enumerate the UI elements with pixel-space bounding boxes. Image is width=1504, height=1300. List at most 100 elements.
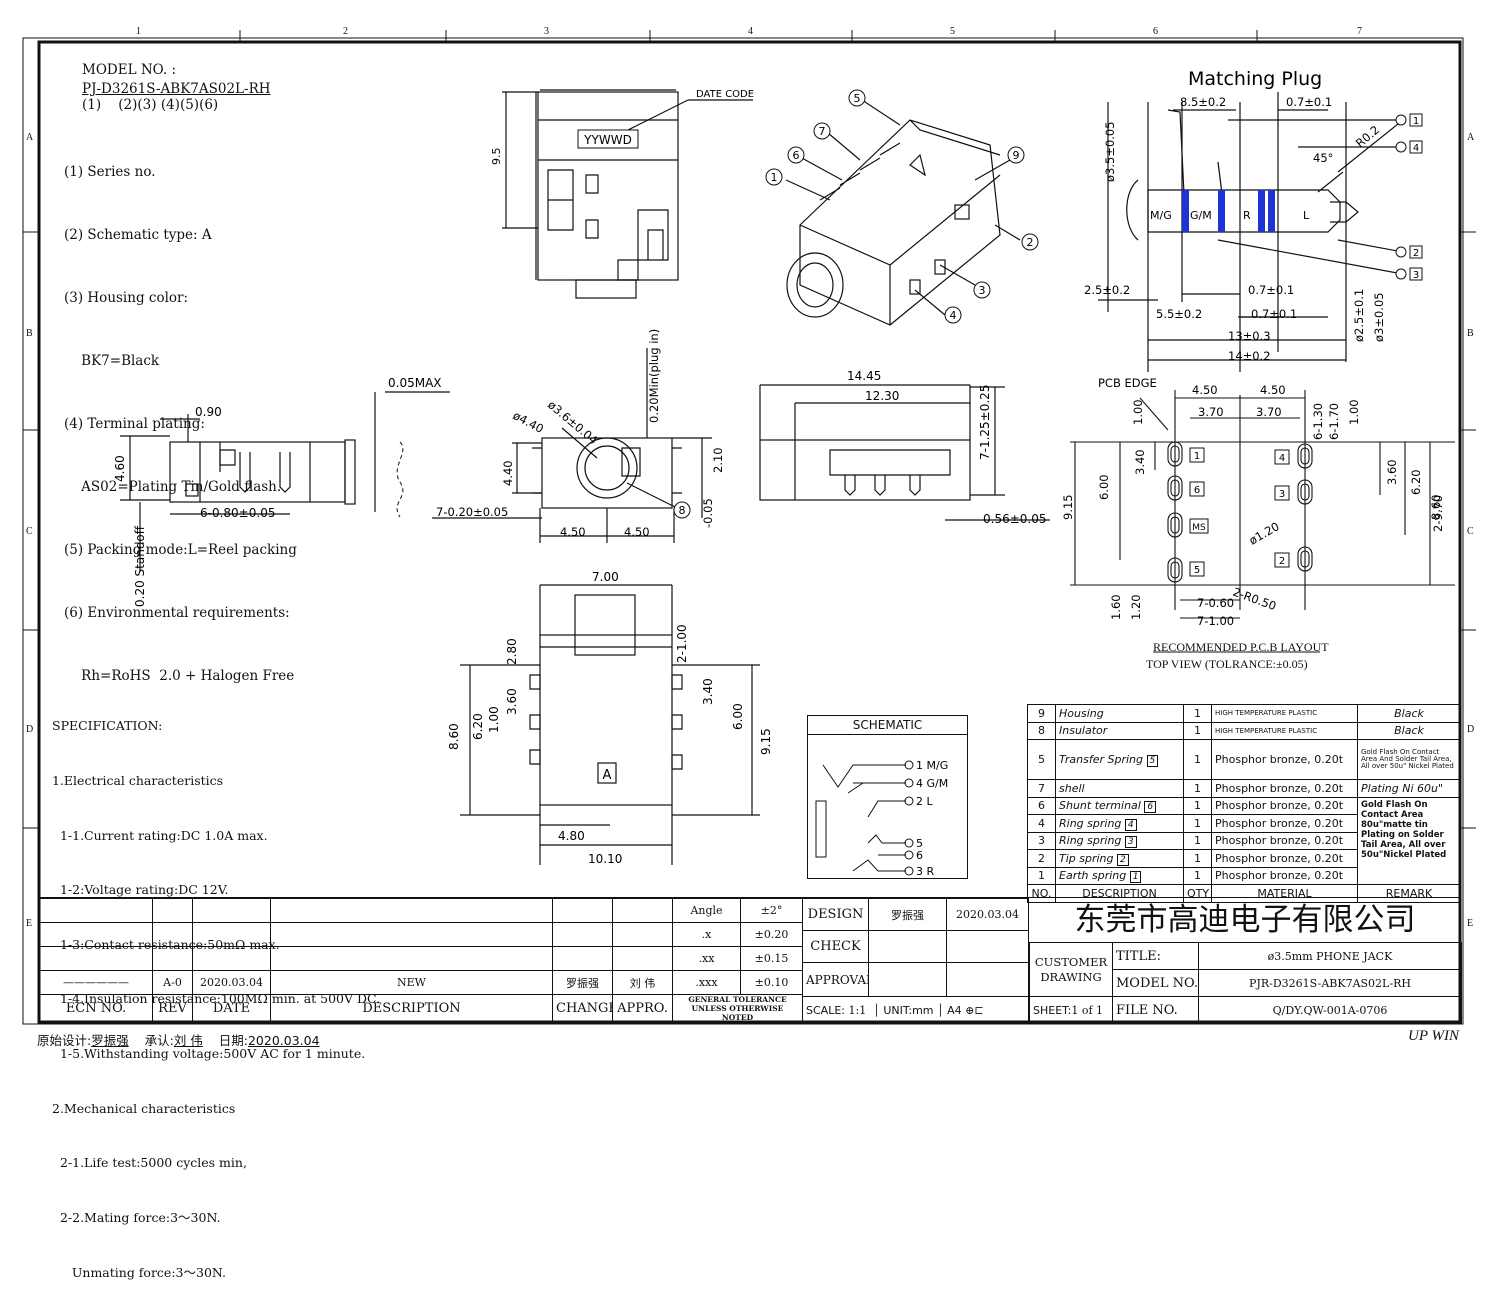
stripe-r [1258, 190, 1265, 232]
schematic-label: 5 [916, 837, 923, 850]
projection-symbol-icon: ⊕⊏ [965, 1003, 984, 1017]
tol-key: .x [672, 922, 741, 947]
grid-row-c: C [26, 526, 33, 537]
schematic-label: 4 G/M [916, 777, 948, 790]
model-label: MODEL NO. : [82, 62, 177, 78]
company-name: 东莞市高迪电子有限公司 [1029, 898, 1461, 943]
front-dim: 4.50 [624, 525, 650, 539]
plug-dim: 0.7±0.1 [1248, 283, 1294, 297]
plug-dim: ø3.5±0.05 [1103, 121, 1117, 182]
top-dim-height: 9.5 [490, 148, 503, 166]
pcb-dim: 7-1.00 [1197, 614, 1234, 628]
side-dim: 6-0.80±0.05 [200, 506, 275, 520]
tol-key: Angle [672, 898, 741, 923]
footer-signatures: 原始设计:罗振强 承认:刘 伟 日期:2020.03.04 [37, 1033, 320, 1048]
plug-pin-4: 4 [1413, 143, 1419, 154]
customer-drawing: CUSTOMER DRAWING [1029, 942, 1113, 997]
model-item: Rh=RoHS 2.0 + Halogen Free [64, 668, 295, 684]
iso-callout-6: 6 [793, 149, 800, 162]
plug-dim: R0.2 [1353, 123, 1382, 151]
iso-callout-2: 2 [1027, 236, 1034, 249]
iso-callout-9: 9 [1013, 149, 1020, 162]
bottom-dim: 3.40 [701, 678, 715, 705]
pcb-pad-5: 5 [1194, 565, 1200, 576]
grid-col-2: 2 [343, 26, 348, 37]
model-block: MODEL NO. : PJ-D3261S-ABK7AS02L-RH (1) (… [82, 60, 271, 113]
pcb-dim: 6-1.30 [1311, 403, 1325, 440]
pcb-pad-6: 6 [1194, 485, 1200, 496]
top-view-drawing: YYWWD DATE CODE 9.5 [490, 89, 754, 299]
front-dim: 7-0.20±0.05 [436, 505, 508, 519]
grid-row-a: A [26, 132, 34, 143]
front-callout-8: 8 [679, 504, 686, 517]
bottom-dim: 1.00 [487, 706, 501, 733]
front-dim: 0.20Min(plug in) [647, 329, 661, 423]
spec-line: SPECIFICATION: [52, 718, 163, 734]
pcb-pad-4: 4 [1279, 453, 1285, 464]
grid-col-5: 5 [950, 26, 955, 37]
grid-row-e-right: E [1467, 918, 1474, 929]
pcb-pad-3: 3 [1279, 489, 1285, 500]
bottom-dim: 7.00 [592, 570, 619, 584]
drawing-title: ø3.5mm PHONE JACK [1198, 942, 1462, 970]
grid-row-d-right: D [1467, 724, 1475, 735]
front-dim: ø3.6±0.04 [545, 398, 600, 448]
front-dim: ø4.40 [511, 408, 546, 436]
iso-callout-1: 1 [771, 171, 778, 184]
bottom-dim: 6.00 [731, 703, 745, 730]
right-dim: 0.56±0.05 [983, 512, 1047, 526]
tol-val: ±0.15 [740, 946, 803, 971]
spec-line: 2-1.Life test:5000 cycles min, [52, 1155, 247, 1171]
schematic-box: SCHEMATIC 1 M/G 4 G/M 2 L 5 6 3 R [807, 715, 968, 879]
plug-dim: ø2.5±0.1 [1352, 289, 1366, 342]
tolerance-note: GENERAL TOLERANCE UNLESS OTHERWISE NOTED [672, 994, 803, 1023]
schematic-diagram: 1 M/G 4 G/M 2 L 5 6 3 R [815, 759, 948, 878]
schematic-label: 3 R [916, 865, 934, 877]
stripe-mg [1182, 190, 1189, 232]
iso-callout-5: 5 [854, 92, 861, 105]
bottom-dim: 4.80 [558, 829, 585, 843]
matching-plug-title: Matching Plug [1188, 68, 1322, 90]
pcb-dim: 6.00 [1097, 474, 1111, 500]
pcb-dim: 6.20 [1409, 469, 1423, 495]
grid-row-b-right: B [1467, 328, 1474, 339]
schematic-label: 1 M/G [916, 759, 948, 772]
plug-dim: 2.5±0.2 [1084, 283, 1130, 297]
brand-mark: UP WIN [1408, 1028, 1459, 1044]
plug-pin-1: 1 [1413, 116, 1419, 127]
iso-callout-7: 7 [819, 125, 826, 138]
date-code-label: DATE CODE [696, 89, 754, 100]
right-dim: 7-1.25±0.25 [978, 385, 992, 460]
model-item: (5) Packing mode:L=Reel packing [64, 542, 297, 558]
pcb-dim: 3.60 [1385, 459, 1399, 485]
plug-dim: 0.7±0.1 [1286, 95, 1332, 109]
pcb-dim: 4.50 [1192, 383, 1218, 397]
model-items: (1) Series no. (2) Schematic type: A (3)… [64, 120, 297, 708]
bom-merged-remark: Gold Flash On Contact Area 80u"matte tin… [1357, 796, 1461, 885]
model-index-line: (1) (2)(3) (4)(5)(6) [82, 97, 219, 113]
iso-callout-4: 4 [950, 309, 957, 322]
isometric-view-drawing: 1 2 3 4 5 6 7 9 [765, 89, 1039, 326]
pcb-dim: 9.15 [1061, 494, 1075, 520]
pcb-dim: 1.00 [1131, 399, 1145, 425]
plug-dim: 13±0.3 [1228, 329, 1271, 343]
pcb-layout-drawing: PCB EDGE 4.50 4.50 3.70 3.70 1.00 6-1.30… [1061, 376, 1455, 653]
model-item: (4) Terminal plating: [64, 416, 205, 432]
front-dim: 2.10 [711, 447, 725, 473]
grid-col-3: 3 [544, 26, 549, 37]
spec-line: 1-2:Voltage rating:DC 12V. [52, 882, 229, 898]
plug-seg-mg: M/G [1150, 209, 1172, 222]
spec-line: 2.Mechanical characteristics [52, 1100, 236, 1116]
spec-line: 1.Electrical characteristics [52, 773, 224, 789]
bottom-dim: 10.10 [588, 852, 622, 866]
tol-val: ±0.10 [740, 970, 803, 995]
